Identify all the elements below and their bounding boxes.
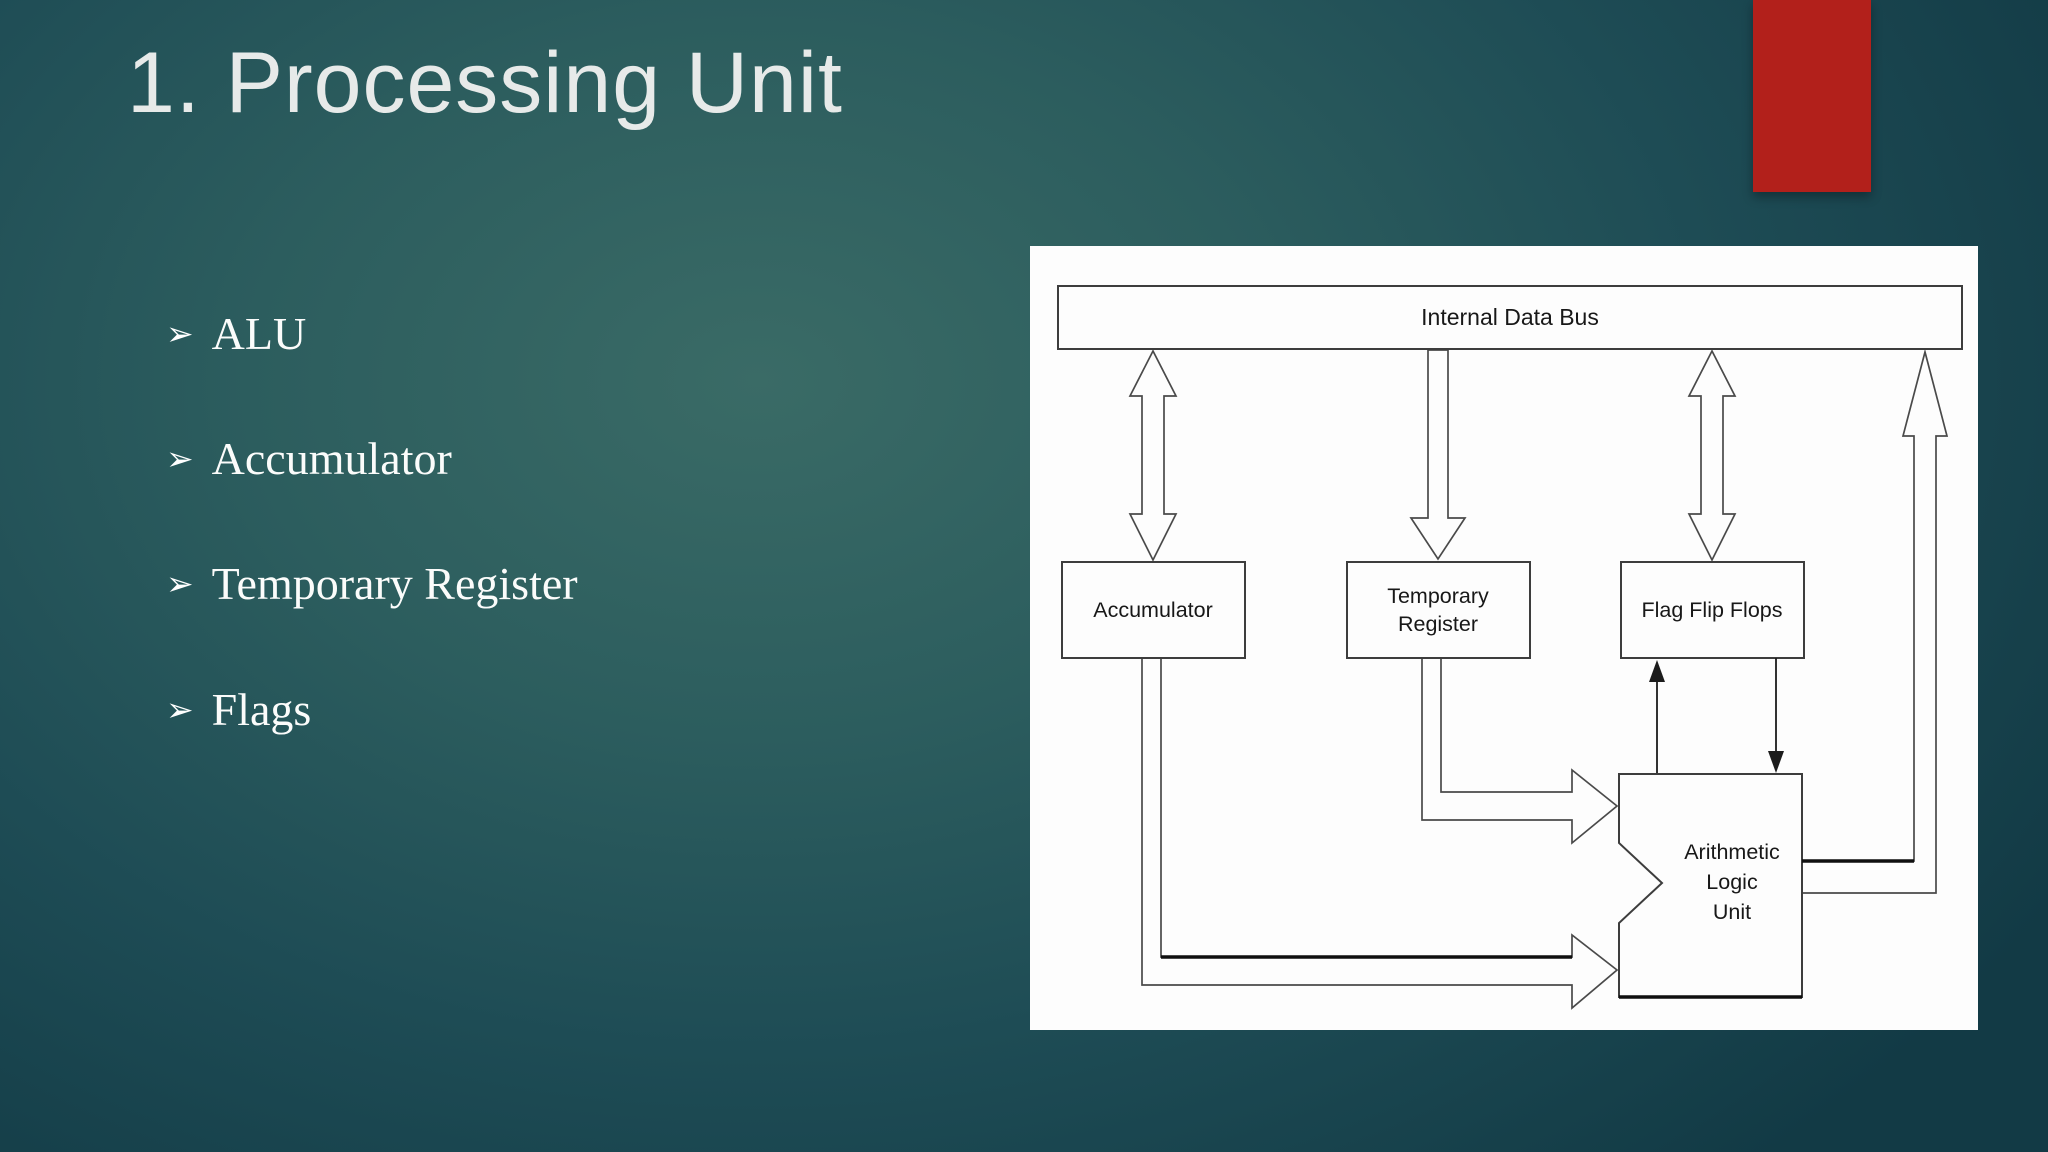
internal-data-bus-box xyxy=(1057,285,1963,350)
flag-flip-flops-box xyxy=(1620,561,1805,659)
list-item: ➢ Temporary Register xyxy=(166,556,578,611)
bus-accumulator-double-arrow xyxy=(1128,349,1178,562)
alu-to-flags-arrowhead xyxy=(1649,660,1665,682)
accumulator-label: Accumulator xyxy=(1093,598,1213,622)
bullet-label-flags: Flags xyxy=(211,683,312,735)
temp-register-label-line1: Temporary xyxy=(1387,584,1489,608)
temp-register-to-alu-arrow xyxy=(1421,657,1619,845)
processing-unit-diagram: Internal Data Bus Accumulator Temporary … xyxy=(1030,246,1978,1030)
flags-label: Flag Flip Flops xyxy=(1642,598,1783,622)
temp-register-label-line2: Register xyxy=(1398,612,1478,636)
diagram-svg: Internal Data Bus Accumulator Temporary … xyxy=(1057,285,1963,1010)
alu-shape xyxy=(1618,773,1803,998)
bus-flags-double-arrow xyxy=(1687,349,1737,562)
page-title: 1. Processing Unit xyxy=(127,35,843,131)
arrow-bullet-icon: ➢ xyxy=(166,314,194,354)
alu-label-line1: Arithmetic xyxy=(1684,840,1780,864)
list-item: ➢ Flags xyxy=(166,682,578,737)
red-accent-bar xyxy=(1753,0,1871,192)
bus-temp-register-down-arrow xyxy=(1409,349,1467,561)
arrow-bullet-icon: ➢ xyxy=(166,564,194,604)
list-item: ➢ ALU xyxy=(166,306,578,361)
alu-to-bus-up-arrow xyxy=(1801,348,1949,894)
arrow-bullet-icon: ➢ xyxy=(166,439,194,479)
list-item: ➢ Accumulator xyxy=(166,431,578,486)
temp-register-box xyxy=(1346,561,1531,659)
alu-label-line3: Unit xyxy=(1713,900,1751,924)
bullet-label-alu: ALU xyxy=(211,308,307,359)
accumulator-to-alu-arrow xyxy=(1141,657,1619,1010)
bullet-label-temporary-register: Temporary Register xyxy=(211,558,578,610)
bullet-list: ➢ ALU ➢ Accumulator ➢ Temporary Register… xyxy=(166,306,578,807)
internal-data-bus-label: Internal Data Bus xyxy=(1421,304,1599,330)
arrow-bullet-icon: ➢ xyxy=(166,689,194,729)
flags-to-alu-arrowhead xyxy=(1768,751,1784,773)
accumulator-box xyxy=(1061,561,1246,659)
bullet-label-accumulator: Accumulator xyxy=(211,433,452,485)
alu-label-line2: Logic xyxy=(1706,870,1758,894)
